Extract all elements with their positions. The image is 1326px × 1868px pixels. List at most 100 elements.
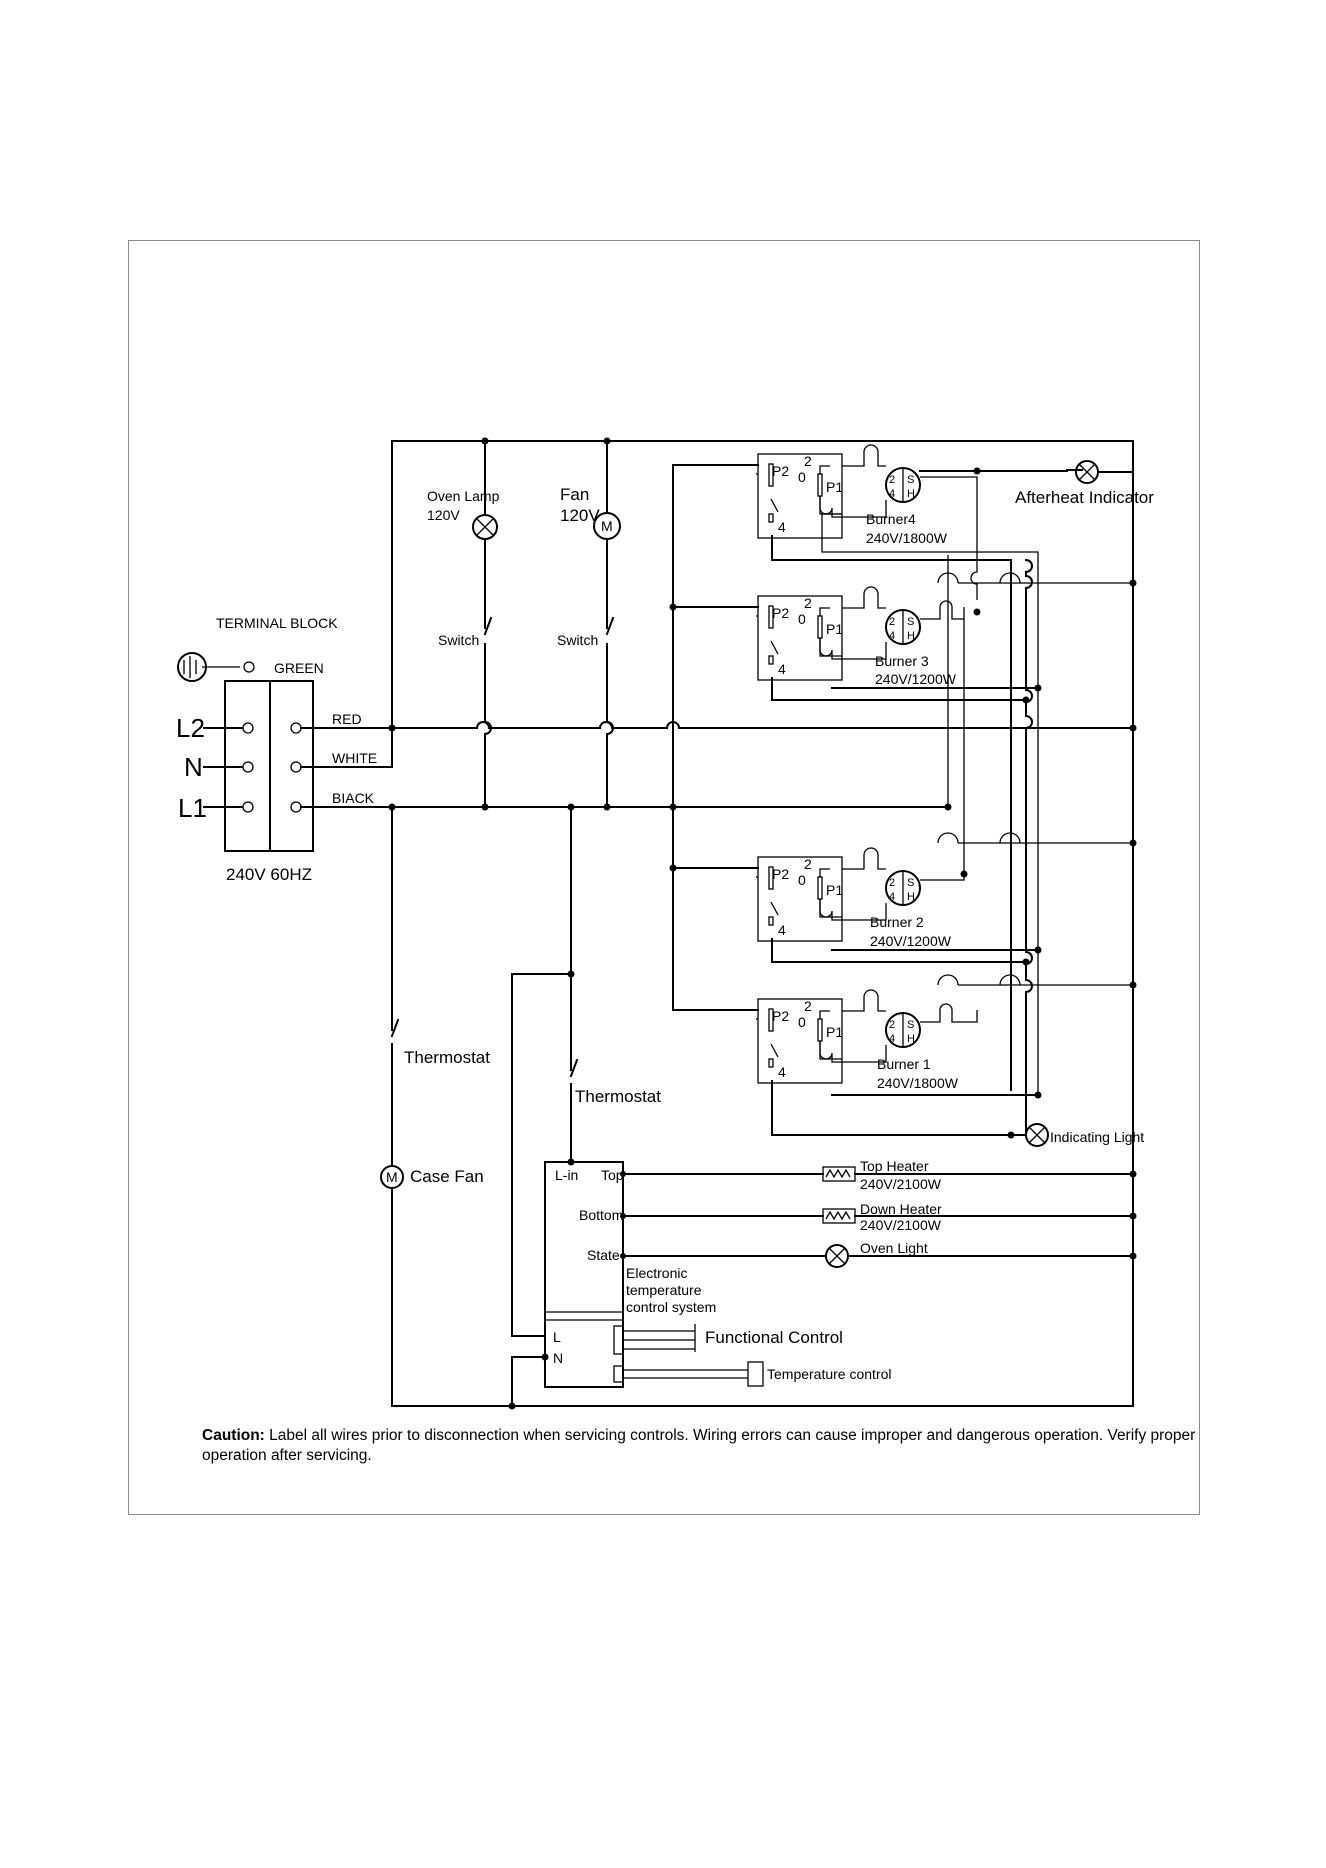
svg-text:4: 4 (889, 891, 895, 903)
burner4-name: Burner4 (866, 511, 916, 527)
svg-text:4: 4 (889, 488, 895, 500)
svg-text:P2: P2 (772, 463, 789, 479)
burner-feed (669, 464, 759, 1011)
top-heater-rating: 240V/2100W (860, 1176, 942, 1192)
line-label-l2: L2 (176, 713, 205, 743)
svg-text:S: S (907, 474, 914, 486)
oven-control-wiring: Thermostat L-in Top Bottom State Electro… (511, 806, 892, 1407)
top-heater-label: Top Heater (860, 1158, 929, 1174)
svg-text:S: S (907, 616, 914, 628)
case-fan-thermostat-label: Thermostat (404, 1048, 490, 1067)
case-fan-label: Case Fan (410, 1167, 484, 1186)
burner-elements: 2 S 4 H Burner4 240V/1800W 2 S 4 H Burne… (866, 467, 959, 1091)
electronic-control-box (544, 1161, 624, 1388)
caution-label: Caution: (202, 1427, 265, 1444)
terminal-block: TERMINAL BLOCK GREEN L2 N L1 RED WHITE B… (176, 615, 377, 884)
wire-label-red: RED (332, 711, 362, 727)
down-heater-rating: 240V/2100W (860, 1217, 942, 1233)
svg-text:Electronic: Electronic (626, 1265, 687, 1281)
svg-text:4: 4 (889, 630, 895, 642)
burner-3 (755, 595, 843, 681)
svg-text:0: 0 (798, 469, 806, 485)
terminal-block-title: TERMINAL BLOCK (216, 615, 338, 631)
oven-light-label: Oven Light (860, 1240, 928, 1256)
svg-text:L: L (553, 1329, 561, 1345)
fan-switch-label: Switch (557, 632, 598, 648)
indicating-light-icon (1025, 1123, 1049, 1147)
svg-text:L-in: L-in (555, 1167, 578, 1183)
indicating-light-label: Indicating Light (1050, 1129, 1144, 1145)
svg-text:Top: Top (601, 1167, 624, 1183)
svg-text:2: 2 (804, 856, 812, 872)
svg-text:2: 2 (889, 474, 895, 486)
svg-text:2: 2 (804, 453, 812, 469)
fan-switch (605, 616, 615, 636)
svg-text:control system: control system (626, 1299, 716, 1315)
svg-text:2: 2 (804, 595, 812, 611)
down-heater-label: Down Heater (860, 1201, 942, 1217)
functional-control-label: Functional Control (705, 1328, 843, 1347)
burner-1 (755, 998, 843, 1084)
svg-text:P2: P2 (772, 866, 789, 882)
svg-text:H: H (907, 1033, 915, 1045)
svg-text:S: S (907, 1019, 914, 1031)
svg-text:Bottom: Bottom (579, 1207, 623, 1223)
svg-text:2: 2 (889, 616, 895, 628)
svg-text:temperature: temperature (626, 1282, 702, 1298)
svg-text:P2: P2 (772, 605, 789, 621)
svg-text:P1: P1 (826, 621, 843, 637)
svg-text:P1: P1 (826, 882, 843, 898)
supply-rating: 240V 60HZ (226, 865, 312, 884)
oven-thermostat-label: Thermostat (575, 1087, 661, 1106)
burner1-name: Burner 1 (877, 1056, 931, 1072)
burner1-rating: 240V/1800W (877, 1075, 959, 1091)
svg-text:4: 4 (778, 519, 786, 535)
fan-branch: M Fan 120V Switch (557, 437, 621, 808)
svg-text:4: 4 (778, 1064, 786, 1080)
svg-text:N: N (553, 1350, 563, 1366)
svg-text:P2: P2 (772, 1008, 789, 1024)
burner4-rating: 240V/1800W (866, 530, 948, 546)
line-label-n: N (184, 752, 203, 782)
fan-voltage: 120V (560, 506, 600, 525)
afterheat-indicator: Afterheat Indicator (1015, 460, 1154, 507)
fan-label: Fan (560, 485, 589, 504)
oven-lamp-label: Oven Lamp (427, 488, 500, 504)
burner3-name: Burner 3 (875, 653, 929, 669)
temperature-control-label: Temperature control (767, 1366, 892, 1382)
ground-icon (177, 652, 207, 682)
oven-lamp-voltage: 120V (427, 507, 460, 523)
svg-text:4: 4 (778, 661, 786, 677)
burner2-rating: 240V/1200W (870, 933, 952, 949)
burner-switch-labels: P2 P1 2 0 4 P2 P1 2 0 4 P2 P1 2 0 4 P2 P… (772, 453, 843, 1080)
svg-text:M: M (601, 518, 613, 534)
indicating-light: Indicating Light (1010, 1123, 1144, 1147)
diagram-frame (128, 240, 1200, 1515)
svg-text:H: H (907, 891, 915, 903)
svg-text:State: State (587, 1247, 620, 1263)
svg-text:M: M (386, 1169, 398, 1185)
svg-text:2: 2 (804, 998, 812, 1014)
burner-4 (755, 453, 843, 539)
burner3-rating: 240V/1200W (875, 671, 957, 687)
line-label-l1: L1 (178, 793, 207, 823)
oven-lamp-switch (483, 616, 493, 636)
heater-circuits: Top Heater 240V/2100W Down Heater 240V/2… (620, 1158, 1134, 1268)
wire-label-white: WHITE (332, 750, 377, 766)
svg-text:S: S (907, 877, 914, 889)
svg-text:4: 4 (889, 1033, 895, 1045)
down-heater-icon (822, 1208, 856, 1224)
svg-text:P1: P1 (826, 1024, 843, 1040)
afterheat-indicator-label: Afterheat Indicator (1015, 488, 1154, 507)
case-fan-branch: M Thermostat Case Fan (380, 806, 1134, 1410)
svg-text:0: 0 (798, 872, 806, 888)
oven-lamp-branch: Oven Lamp 120V Switch (427, 437, 500, 808)
oven-light-icon (825, 1244, 849, 1268)
svg-text:2: 2 (889, 1019, 895, 1031)
svg-text:2: 2 (889, 877, 895, 889)
caution-note: Caution: Label all wires prior to discon… (202, 1426, 1202, 1466)
svg-text:H: H (907, 630, 915, 642)
burner2-name: Burner 2 (870, 914, 924, 930)
burner-2 (755, 856, 843, 942)
